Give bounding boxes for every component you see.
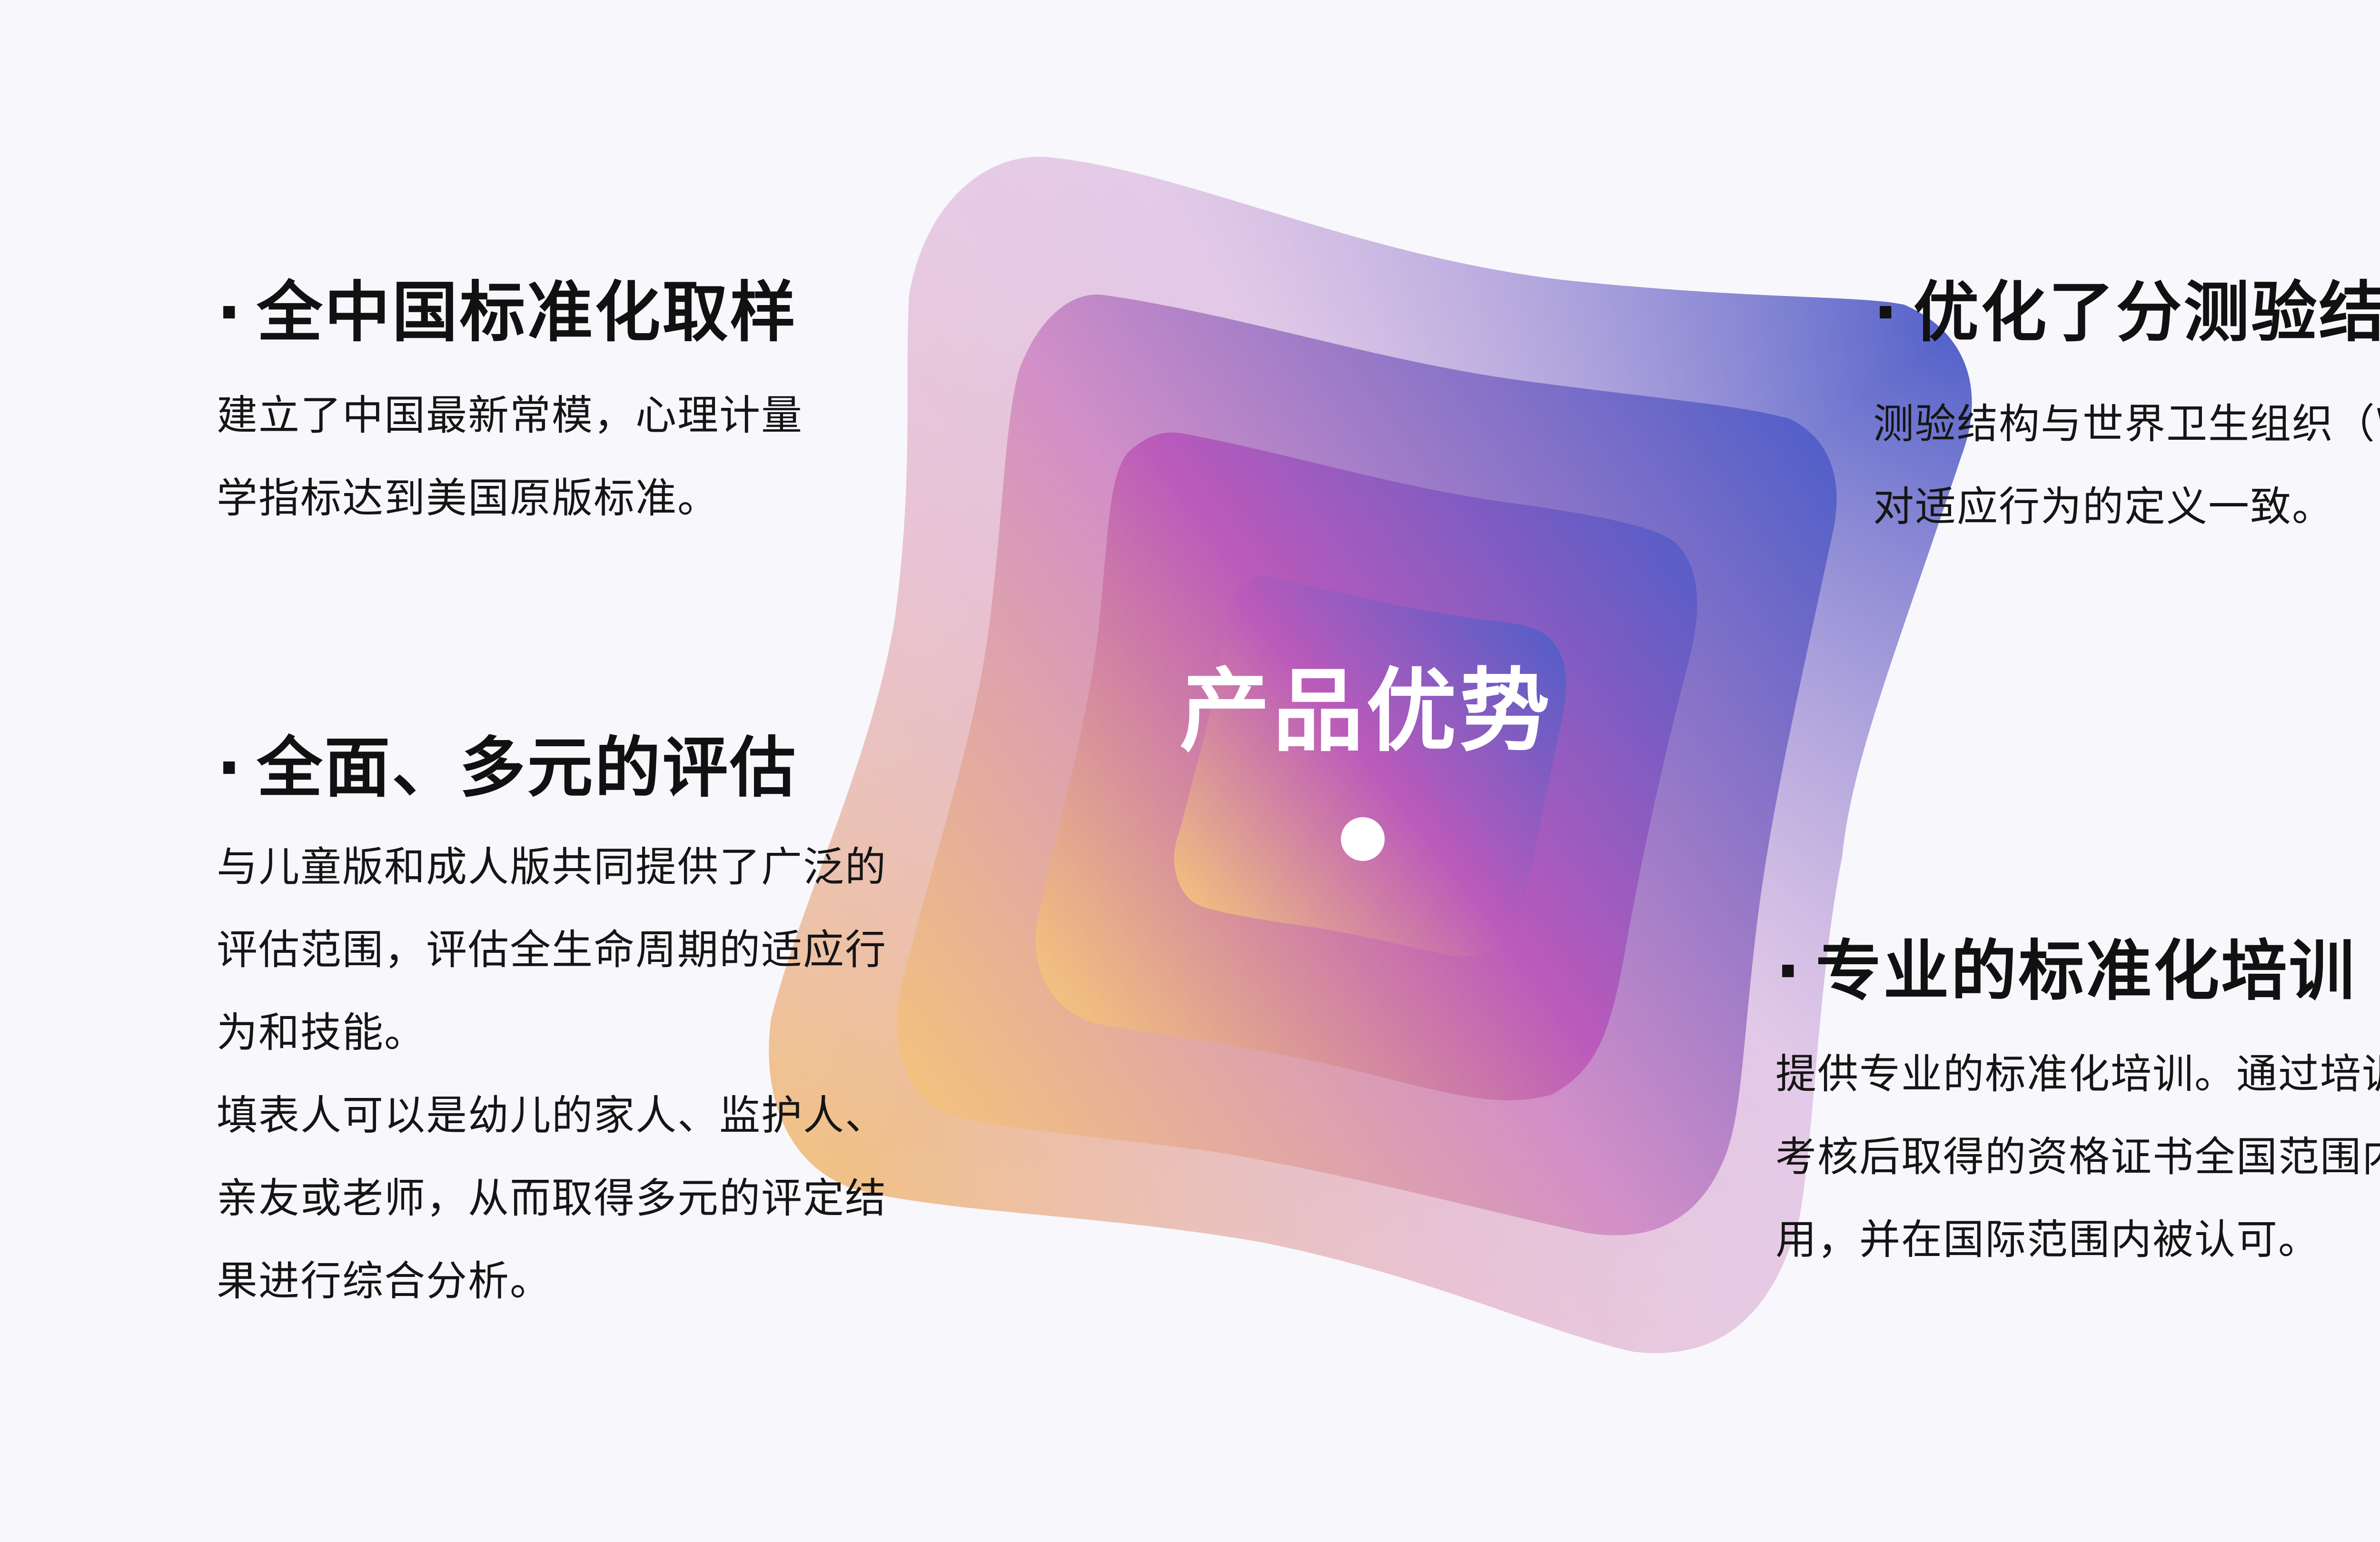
section-heading: ·全面、多元的评估 (217, 735, 887, 801)
center-title: 产品优势 (1179, 659, 1553, 764)
body-line: 填表人可以是幼儿的家人、监护人、 (217, 1092, 887, 1139)
body-line: 学指标达到美国原版标准。 (217, 474, 719, 522)
body-line: 考核后取得的资格证书全国范围内通 (1775, 1133, 2380, 1181)
heading-text: 专业的标准化培训 (1815, 933, 2357, 1009)
bullet-icon: · (217, 730, 244, 806)
body-line: 评估范围，评估全生命周期的适应行 (217, 926, 887, 974)
center-dot (1341, 817, 1385, 861)
section-body: 与儿童版和成人版共同提供了广泛的 评估范围，评估全生命周期的适应行 为和技能。 … (217, 826, 887, 1323)
heading-text: 全面、多元的评估 (257, 730, 798, 806)
body-line: 亲友或老师，从而取得多元的评定结 (217, 1175, 887, 1222)
section-body: 建立了中国最新常模，心理计量 学指标达到美国原版标准。 (217, 374, 803, 540)
body-line: 用，并在国际范围内被认可。 (1775, 1216, 2320, 1264)
section-standardized-sampling: ·全中国标准化取样 建立了中国最新常模，心理计量 学指标达到美国原版标准。 (217, 280, 803, 540)
section-comprehensive-assessment: ·全面、多元的评估 与儿童版和成人版共同提供了广泛的 评估范围，评估全生命周期的… (217, 735, 887, 1323)
bullet-icon: · (1775, 933, 1803, 1009)
section-heading: ·全中国标准化取样 (217, 280, 803, 346)
heading-text: 优化了分测验结构 (1913, 274, 2380, 351)
core-layer (1174, 576, 1566, 957)
section-heading: ·专业的标准化培训 (1775, 939, 2380, 1004)
section-professional-training: ·专业的标准化培训 提供专业的标准化培训。通过培训和 考核后取得的资格证书全国范… (1775, 939, 2380, 1281)
heading-text: 全中国标准化取样 (257, 274, 798, 351)
body-line: 果进行综合分析。 (217, 1257, 552, 1305)
body-line: 提供专业的标准化培训。通过培训和 (1775, 1050, 2380, 1098)
body-line: 测验结构与世界卫生组织（WHO） (1873, 400, 2380, 448)
body-line: 建立了中国最新常模，心理计量 (217, 392, 803, 439)
section-body: 测验结构与世界卫生组织（WHO） 对适应行为的定义一致。 (1873, 383, 2380, 548)
body-line: 为和技能。 (217, 1009, 426, 1057)
section-heading: ·优化了分测验结构 (1873, 280, 2380, 346)
bullet-icon: · (1873, 274, 1900, 351)
body-line: 对适应行为的定义一致。 (1873, 483, 2334, 531)
section-body: 提供专业的标准化培训。通过培训和 考核后取得的资格证书全国范围内通 用，并在国际… (1775, 1033, 2380, 1281)
bullet-icon: · (217, 274, 244, 351)
section-optimized-structure: ·优化了分测验结构 测验结构与世界卫生组织（WHO） 对适应行为的定义一致。 (1873, 280, 2380, 548)
body-line: 与儿童版和成人版共同提供了广泛的 (217, 843, 887, 891)
